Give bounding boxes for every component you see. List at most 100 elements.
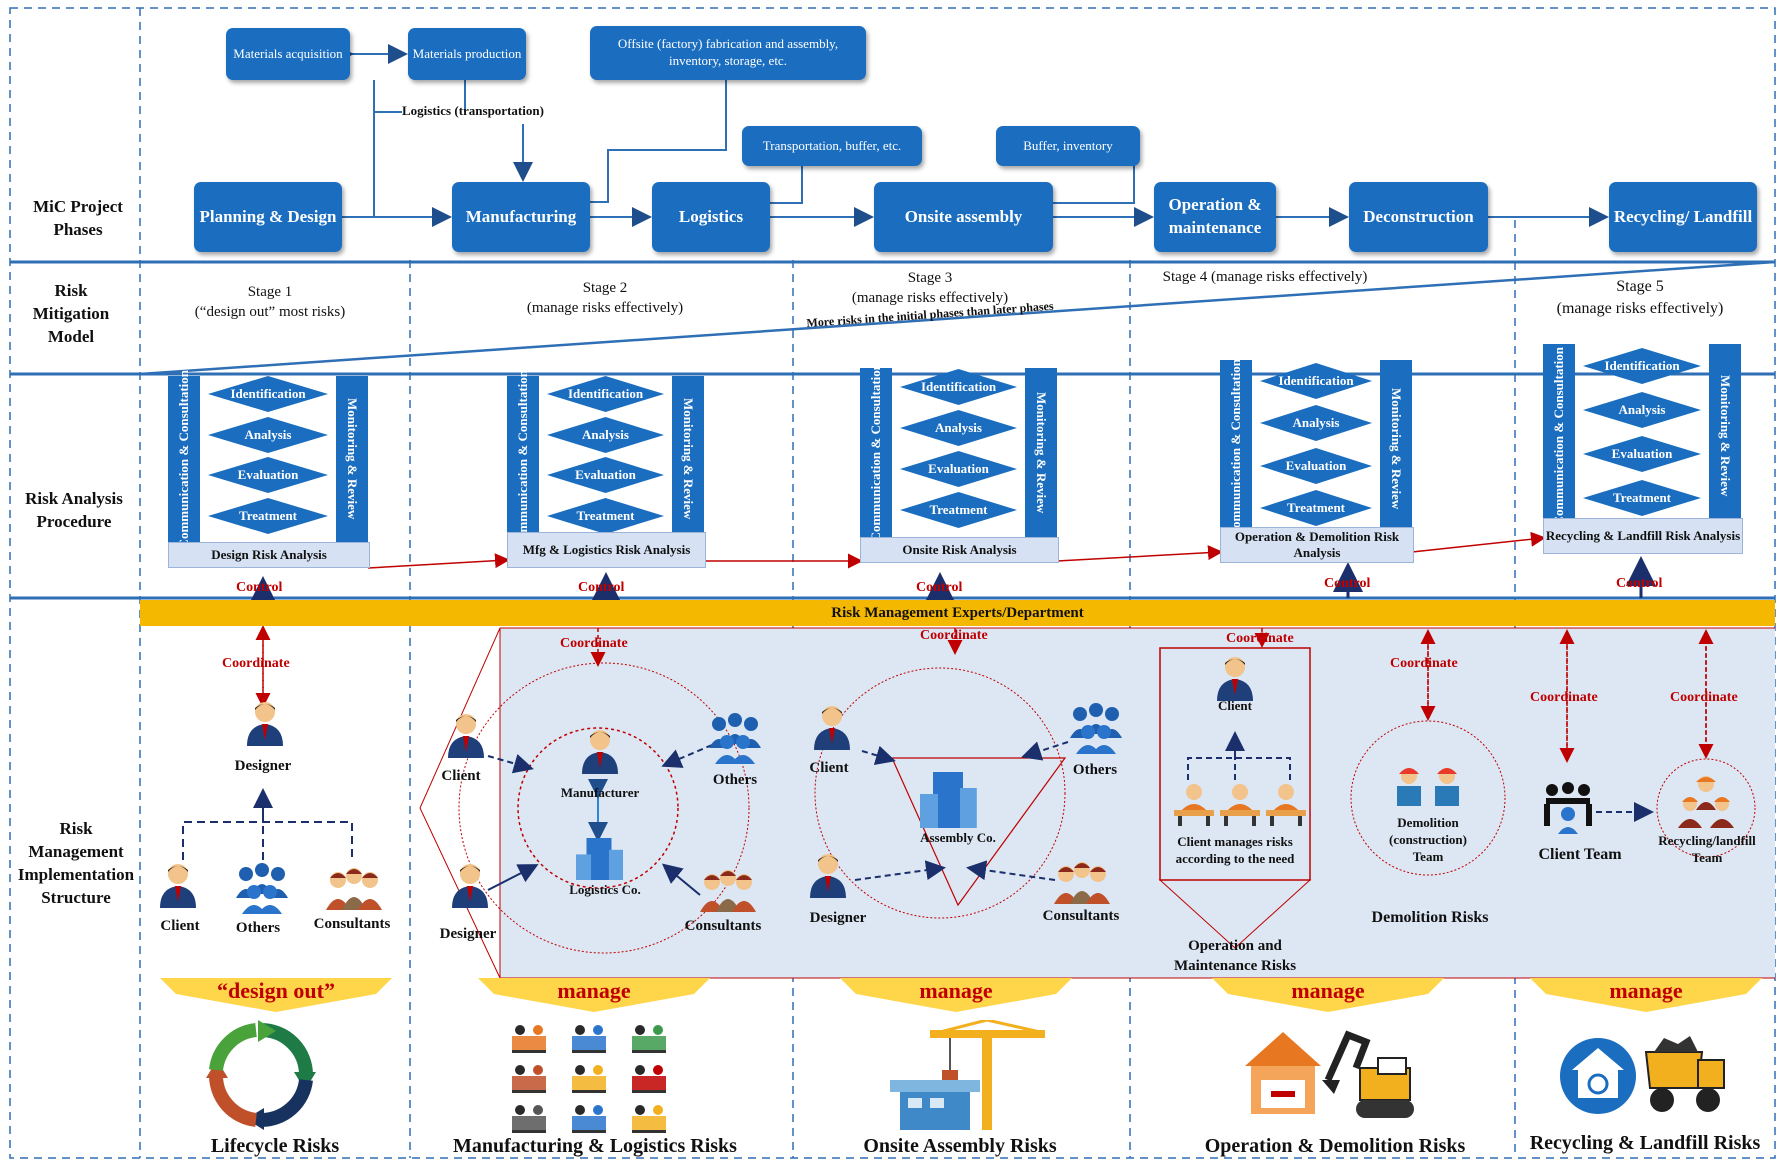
recycling-team-icon — [1678, 776, 1734, 828]
step-evaluation: Evaluation — [900, 451, 1017, 487]
step-identification: Identification — [1260, 362, 1372, 399]
step-label: Evaluation — [1611, 446, 1673, 461]
phase-recycling-landfill[interactable]: Recycling/ Landfill — [1609, 182, 1757, 252]
step-identification: Identification — [208, 376, 328, 413]
risk-analysis-label-4: Operation & Demolition Risk Analysis — [1220, 527, 1414, 563]
risk-title-recycling: Recycling & Landfill Risks — [1529, 1132, 1761, 1154]
step-label: Evaluation — [575, 467, 636, 483]
others-label-2: Others — [712, 772, 758, 788]
stage-5-label: Stage 5 (manage risks effectively) — [1530, 276, 1750, 319]
client-person-icon-3 — [814, 706, 850, 750]
communication-consultation-bar: Communication & Consultation — [168, 370, 200, 548]
stage-2-desc: (manage risks effectively) — [526, 300, 684, 317]
step-label: Analysis — [582, 426, 629, 442]
stage-3-desc: (manage risks effectively) — [851, 290, 1009, 307]
others-label-1: Others — [235, 920, 281, 936]
step-analysis: Analysis — [900, 410, 1017, 446]
manufacturing-process-icon — [632, 1025, 666, 1053]
phase-deconstruction[interactable]: Deconstruction — [1349, 182, 1488, 252]
consultants-label-2: Consultants — [684, 918, 762, 934]
manufacturing-process-icon — [632, 1065, 666, 1093]
step-analysis: Analysis — [1583, 392, 1701, 428]
banner-manage-3: manage — [840, 978, 1072, 1012]
step-label: Treatment — [239, 507, 297, 523]
phase-onsite-assembly[interactable]: Onsite assembly — [874, 182, 1053, 252]
banner-manage-2: manage — [478, 978, 710, 1012]
monitoring-review-label: Monitoring & Review — [345, 398, 361, 520]
monitoring-review-label: Monitoring & Review — [1389, 387, 1405, 510]
phase-manufacturing[interactable]: Manufacturing — [452, 182, 590, 252]
step-analysis: Analysis — [1260, 405, 1372, 442]
coordinate-label-2: Coordinate — [560, 636, 628, 651]
consultants-group-icon-1 — [326, 868, 382, 910]
row-label-implementation: Risk Management Implementation Structure — [17, 819, 135, 907]
banner-text: manage — [919, 978, 993, 1003]
box-buffer-inventory[interactable]: Buffer, inventory — [996, 126, 1140, 166]
step-label: Analysis — [1618, 402, 1666, 417]
communication-consultation-label: Communication & Consultation — [175, 369, 191, 549]
step-label: Evaluation — [237, 467, 299, 483]
step-label: Identification — [920, 379, 997, 394]
client-person-icon-4 — [1217, 657, 1253, 701]
others-group-icon-1 — [236, 863, 288, 914]
communication-consultation-bar: Communication & Consultation — [1543, 344, 1575, 528]
manufacturer-person-icon — [582, 730, 618, 774]
step-treatment: Treatment — [1260, 490, 1372, 527]
consultants-label-3: Consultants — [1042, 908, 1120, 924]
step-label: Treatment — [929, 502, 988, 517]
risk-analysis-label-5: Recycling & Landfill Risk Analysis — [1543, 518, 1743, 554]
row-label-phases: MiC Project Phases — [33, 197, 123, 239]
client-person-icon-2 — [448, 714, 484, 758]
phase-planning-design[interactable]: Planning & Design — [194, 182, 342, 252]
communication-consultation-label: Communication & Consultation — [1550, 346, 1566, 526]
designer-person-icon — [247, 702, 283, 746]
step-identification: Identification — [1583, 348, 1701, 384]
hardhat-worker-icon — [1397, 768, 1421, 806]
step-label: Evaluation — [928, 461, 989, 476]
designer-label-3: Designer — [809, 910, 867, 926]
recycle-arrows-icon — [206, 1020, 316, 1130]
phase-logistics[interactable]: Logistics — [652, 182, 770, 252]
box-transportation-buffer[interactable]: Transportation, buffer, etc. — [742, 126, 922, 166]
house-repair-icon — [1245, 1032, 1321, 1114]
step-label: Evaluation — [1285, 457, 1347, 473]
excavator-icon — [1322, 1030, 1414, 1118]
step-analysis: Analysis — [208, 416, 328, 453]
operation-risks-label: Operation and Maintenance Risks — [1173, 938, 1297, 974]
control-label-3: Control — [916, 580, 963, 595]
client-label-4: Client — [1218, 698, 1252, 713]
step-analysis: Analysis — [547, 416, 664, 453]
demolition-team-label: Demolition (construction) Team — [1389, 815, 1467, 864]
risk-analysis-label-3: Onsite Risk Analysis — [860, 537, 1059, 563]
box-materials-acquisition[interactable]: Materials acquisition — [226, 28, 350, 80]
box-materials-production[interactable]: Materials production — [408, 28, 526, 80]
banner-text: manage — [1609, 978, 1683, 1003]
manufacturing-process-icon — [512, 1025, 546, 1053]
communication-consultation-label: Communication & Consultation — [514, 369, 530, 549]
row-label-analysis: Risk Analysis Procedure — [25, 489, 123, 531]
control-label-1: Control — [236, 580, 283, 595]
client-label-2: Client — [441, 768, 481, 784]
step-label: Identification — [567, 386, 644, 402]
banner-text: manage — [557, 978, 631, 1003]
control-label-5: Control — [1616, 576, 1663, 591]
dump-truck-icon — [1644, 1036, 1725, 1112]
banner-text: manage — [1291, 978, 1365, 1003]
box-offsite-fabrication[interactable]: Offsite (factory) fabrication and assemb… — [590, 26, 866, 80]
step-treatment: Treatment — [1583, 480, 1701, 516]
step-identification: Identification — [547, 376, 664, 413]
manufacturing-process-icon — [512, 1065, 546, 1093]
manufacturing-process-icon — [512, 1105, 546, 1133]
worker-desk-icon — [1174, 784, 1214, 826]
communication-consultation-bar: Communication & Consultation — [860, 363, 892, 542]
recycling-team-label: Recycling/landfill Team — [1658, 833, 1756, 865]
risk-title-lifecycle: Lifecycle Risks — [210, 1135, 340, 1157]
manufacturer-label: Manufacturer — [560, 785, 640, 800]
phase-operation-maintenance[interactable]: Operation & maintenance — [1154, 182, 1276, 252]
communication-consultation-bar: Communication & Consultation — [507, 370, 539, 548]
risk-title-manufacturing: Manufacturing & Logistics Risks — [453, 1135, 737, 1157]
